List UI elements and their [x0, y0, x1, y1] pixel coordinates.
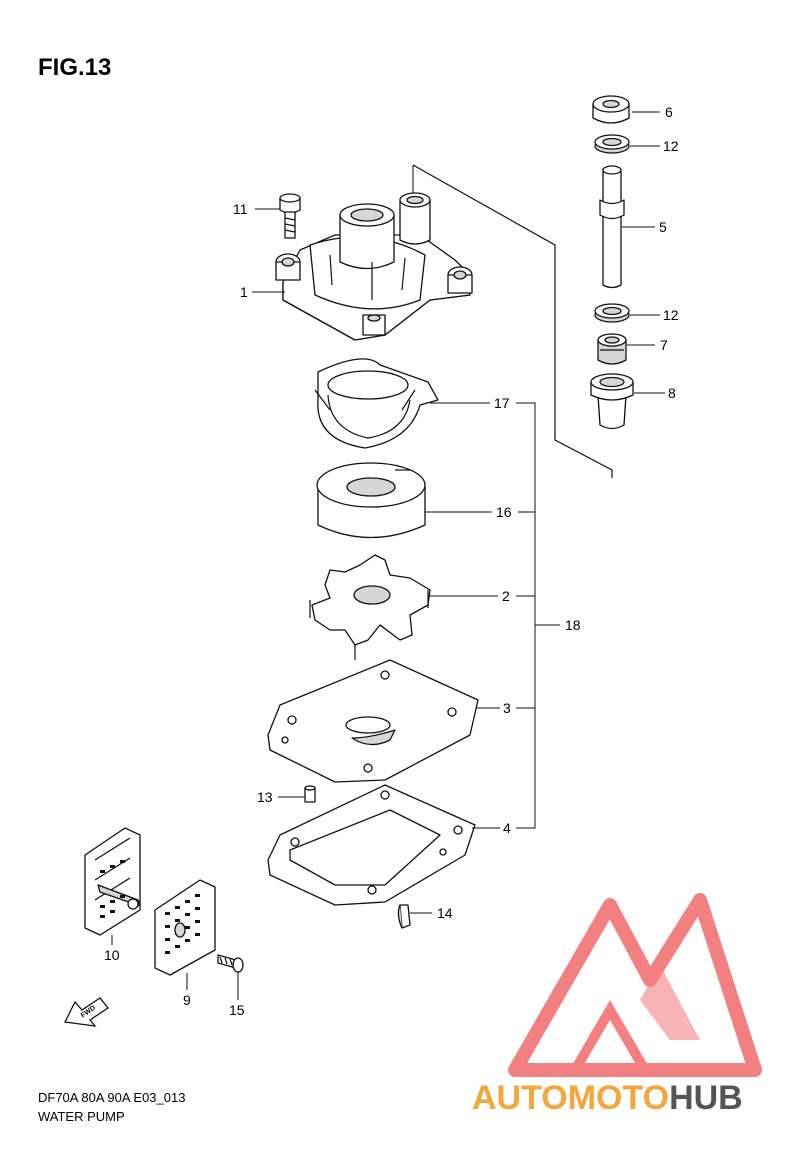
part-14-key	[397, 904, 411, 929]
watermark-text-part1: AUTOMOTO	[472, 1079, 669, 1117]
part-16-impeller-housing	[316, 462, 426, 539]
callout-labels: 6 12 5 12 7 8 11 1 17 16 2 18 3 4 13 14 …	[104, 104, 679, 1018]
figure-caption: WATER PUMP	[38, 1109, 125, 1124]
watermark-text-part2: HUB	[669, 1079, 743, 1117]
part-11-bolt	[279, 193, 301, 239]
part-12-seal-upper	[594, 134, 630, 154]
watermark-logo	[508, 893, 762, 1077]
part-10-grille-bracket	[84, 827, 141, 936]
callout-4: 4	[503, 820, 511, 836]
callout-16: 16	[496, 504, 512, 520]
callout-9: 9	[183, 992, 191, 1008]
part-15-screw	[217, 954, 244, 973]
watermark-text: AUTOMOTOHUB	[472, 1079, 743, 1117]
forward-direction-marker: FWD	[64, 997, 109, 1027]
callout-5: 5	[659, 219, 667, 235]
callout-10: 10	[104, 947, 120, 963]
part-8-sleeve	[590, 373, 634, 430]
part-13-dowel-pin	[304, 785, 316, 803]
part-7-grommet	[597, 333, 627, 365]
callout-6: 6	[665, 104, 673, 120]
part-2-impeller	[309, 554, 431, 660]
part-3-wear-plate	[267, 659, 479, 783]
callout-11: 11	[233, 201, 248, 217]
callout-18: 18	[565, 617, 581, 633]
callout-3: 3	[503, 700, 511, 716]
model-code: DF70A 80A 90A E03_013	[38, 1090, 185, 1105]
callout-15: 15	[229, 1002, 245, 1018]
callout-13: 13	[257, 789, 273, 805]
assembly-bracket-line	[412, 164, 613, 478]
part-5-water-tube	[599, 165, 625, 289]
callout-12-upper: 12	[663, 138, 679, 154]
figure-title: FIG.13	[38, 54, 111, 81]
callout-8: 8	[668, 385, 676, 401]
callout-14: 14	[437, 905, 453, 921]
callout-1: 1	[240, 284, 248, 300]
callout-2: 2	[502, 588, 510, 604]
leader-lines	[111, 111, 665, 1000]
part-1-pump-case	[275, 192, 473, 341]
callout-12-lower: 12	[663, 307, 679, 323]
part-6-grommet	[592, 95, 630, 124]
part-12-seal-lower	[594, 303, 630, 323]
part-17-liner	[314, 358, 439, 449]
callout-17: 17	[494, 395, 510, 411]
callout-7: 7	[660, 337, 668, 353]
part-9-grille	[154, 879, 216, 976]
part-4-gasket	[267, 784, 476, 906]
